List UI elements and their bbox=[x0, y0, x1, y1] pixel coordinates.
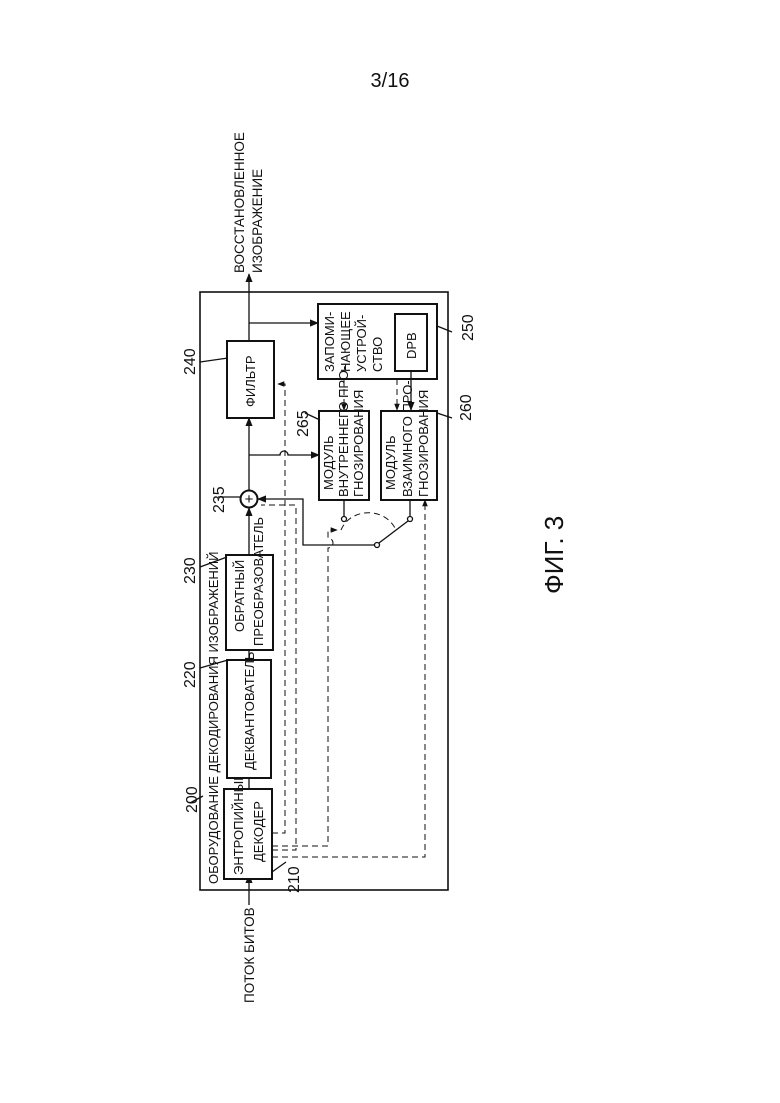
adder-symbol: + bbox=[245, 491, 254, 508]
apparatus-label: ОБОРУДОВАНИЕ ДЕКОДИРОВАНИЯ ИЗОБРАЖЕНИЙ bbox=[206, 552, 221, 884]
adder-ref: 235 bbox=[211, 486, 228, 513]
filter-ref: 240 bbox=[182, 348, 199, 375]
memory-line2: НАЮЩЕЕ bbox=[338, 311, 353, 372]
inter-prediction-line3: ГНОЗИРОВАНИЯ bbox=[416, 390, 431, 497]
memory-line3: УСТРОЙ- bbox=[354, 315, 369, 372]
memory-line4: СТВО bbox=[370, 337, 385, 372]
output-label-line2: ИЗОБРАЖЕНИЕ bbox=[250, 169, 265, 273]
input-label: ПОТОК БИТОВ bbox=[242, 907, 257, 1003]
dequantizer-label: ДЕКВАНТОВАТЕЛЬ bbox=[242, 652, 257, 770]
inverse-transformer-line2: ПРЕОБРАЗОВАТЕЛЬ bbox=[251, 517, 266, 646]
inter-prediction-ref: 260 bbox=[458, 394, 475, 421]
memory-line1: ЗАПОМИ- bbox=[322, 312, 337, 372]
entropy-decoder-line1: ЭНТРОПИЙНЫЙ bbox=[231, 772, 246, 875]
entropy-decoder-line2: ДЕКОДЕР bbox=[251, 801, 266, 862]
memory-ref: 250 bbox=[460, 314, 477, 341]
intra-prediction-line2: ВНУТРЕННЕГО ПРО- bbox=[336, 366, 351, 497]
intra-prediction-line1: МОДУЛЬ bbox=[321, 436, 336, 491]
output-label-line1: ВОССТАНОВЛЕННОЕ bbox=[232, 132, 247, 273]
inverse-transformer-line1: ОБРАТНЫЙ bbox=[232, 560, 247, 632]
intra-prediction-line3: ГНОЗИРОВАНИЯ bbox=[351, 390, 366, 497]
inter-prediction-line1: МОДУЛЬ bbox=[383, 436, 398, 491]
dequantizer-ref: 220 bbox=[182, 661, 199, 688]
filter-label: ФИЛЬТР bbox=[243, 355, 258, 407]
inverse-transformer-ref: 230 bbox=[182, 557, 199, 584]
figure-label: ФИГ. 3 bbox=[539, 516, 569, 594]
intra-prediction-ref: 265 bbox=[295, 410, 312, 437]
apparatus-ref: 200 bbox=[184, 786, 201, 813]
switch-lever bbox=[379, 521, 408, 543]
inter-prediction-line2: ВЗАИМНОГО ПРО- bbox=[400, 380, 415, 497]
dpb-label: DPB bbox=[404, 332, 419, 359]
entropy-decoder-ref: 210 bbox=[286, 866, 303, 893]
